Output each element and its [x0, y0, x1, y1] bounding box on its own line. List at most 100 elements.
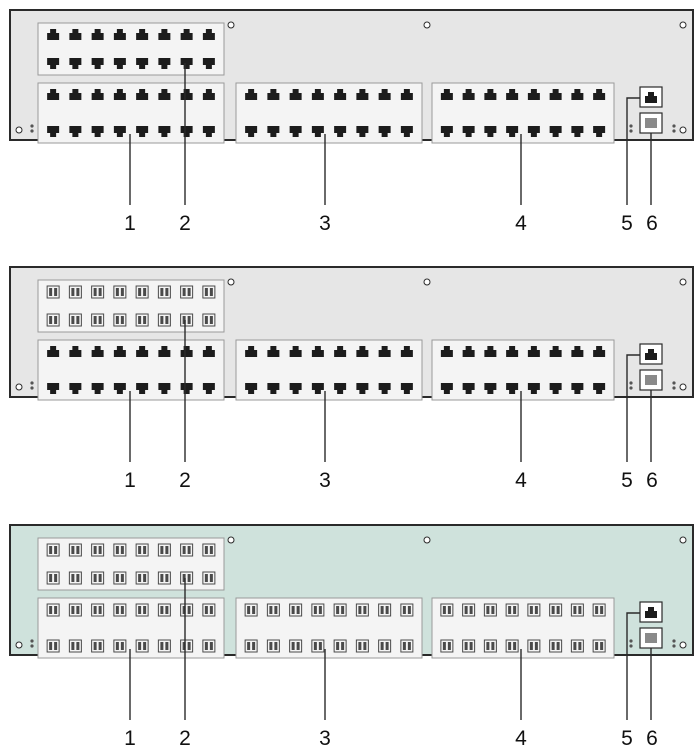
sfp-port-icon	[49, 574, 53, 582]
callout-line	[626, 97, 640, 205]
led-icon	[30, 129, 34, 133]
sfp-port-icon	[182, 546, 186, 554]
port-block	[37, 597, 225, 659]
sfp-port-icon	[160, 642, 164, 650]
sfp-port-icon	[385, 642, 389, 650]
sfp-port-icon	[54, 574, 58, 582]
sfp-port-icon	[182, 642, 186, 650]
sfp-port-icon	[600, 642, 604, 650]
sfp-port-icon	[209, 316, 213, 324]
sfp-port-icon	[549, 639, 563, 653]
sfp-port-icon	[49, 546, 53, 554]
sfp-port-icon	[592, 603, 606, 617]
sfp-port-icon	[68, 543, 82, 557]
sfp-port-icon	[98, 546, 102, 554]
rj45-port-icon	[334, 383, 347, 394]
sfp-port-icon	[556, 642, 560, 650]
port-block	[235, 339, 423, 401]
sfp-port-icon	[505, 639, 519, 653]
sfp-port-icon	[252, 606, 256, 614]
port-block	[235, 597, 423, 659]
rj45-port-icon	[69, 346, 82, 357]
screw-icon	[423, 536, 431, 544]
rj45-port-icon	[180, 346, 193, 357]
rj45-port-icon	[571, 346, 584, 357]
sfp-port-icon	[469, 642, 473, 650]
port-block	[431, 82, 615, 144]
sfp-port-icon	[578, 606, 582, 614]
sfp-port-icon	[113, 313, 127, 327]
rj45-port-icon	[378, 346, 391, 357]
callout-label: 4	[515, 727, 527, 750]
sfp-port-icon	[115, 606, 119, 614]
rj45-port-icon	[69, 126, 82, 137]
sfp-port-icon	[76, 642, 80, 650]
port-block	[431, 597, 615, 659]
sfp-port-icon	[464, 606, 468, 614]
rj45-port-icon	[136, 29, 149, 40]
callout-label: 6	[646, 469, 658, 492]
port-block	[235, 82, 423, 144]
sfp-port-icon	[595, 606, 599, 614]
screw-icon	[679, 126, 687, 134]
sfp-port-icon	[378, 603, 392, 617]
callout-line	[626, 612, 640, 720]
rj45-port-icon	[549, 346, 562, 357]
led-icon	[629, 386, 633, 390]
rj45-port-icon	[334, 89, 347, 100]
rj45-port-icon	[440, 89, 453, 100]
sfp-port-icon	[578, 642, 582, 650]
rj45-port-icon	[113, 29, 126, 40]
rj45-port-icon	[527, 383, 540, 394]
sfp-port-icon	[363, 642, 367, 650]
rj45-port-icon	[113, 89, 126, 100]
sfp-port-icon	[209, 606, 213, 614]
port-block	[37, 537, 225, 591]
port-block	[37, 82, 225, 144]
sfp-port-icon	[68, 313, 82, 327]
sfp-port-icon	[202, 313, 216, 327]
rj45-port-icon	[334, 346, 347, 357]
sfp-port-icon	[529, 606, 533, 614]
sfp-port-icon	[204, 288, 208, 296]
sfp-port-icon	[54, 642, 58, 650]
led-icon	[672, 386, 676, 390]
sfp-port-icon	[400, 603, 414, 617]
sfp-port-icon	[274, 642, 278, 650]
rj45-port-icon	[440, 383, 453, 394]
mgmt-port-6-icon	[645, 633, 657, 643]
callout-label: 3	[319, 727, 331, 750]
sfp-port-icon	[513, 606, 517, 614]
sfp-port-icon	[113, 639, 127, 653]
rj45-port-icon	[645, 92, 657, 103]
rj45-port-icon	[113, 346, 126, 357]
sfp-port-icon	[143, 574, 147, 582]
led-icon	[30, 124, 34, 128]
sfp-port-icon	[143, 316, 147, 324]
sfp-port-icon	[407, 606, 411, 614]
callout-label: 5	[621, 469, 633, 492]
rj45-port-icon	[69, 29, 82, 40]
sfp-port-icon	[165, 642, 169, 650]
rj45-port-icon	[47, 126, 60, 137]
sfp-port-icon	[113, 285, 127, 299]
sfp-port-icon	[71, 642, 75, 650]
sfp-port-icon	[165, 574, 169, 582]
led-icon	[629, 639, 633, 643]
rj45-port-icon	[356, 383, 369, 394]
sfp-port-icon	[115, 546, 119, 554]
rj45-port-icon	[440, 126, 453, 137]
sfp-port-icon	[135, 639, 149, 653]
sfp-port-icon	[440, 639, 454, 653]
rj45-port-icon	[47, 89, 60, 100]
rj45-port-icon	[267, 89, 280, 100]
sfp-port-icon	[187, 606, 191, 614]
sfp-port-icon	[93, 546, 97, 554]
rj45-port-icon	[245, 126, 258, 137]
sfp-port-icon	[180, 543, 194, 557]
sfp-port-icon	[529, 642, 533, 650]
sfp-port-icon	[71, 606, 75, 614]
rj45-port-icon	[202, 58, 215, 69]
led-icon	[672, 124, 676, 128]
sfp-port-icon	[336, 606, 340, 614]
